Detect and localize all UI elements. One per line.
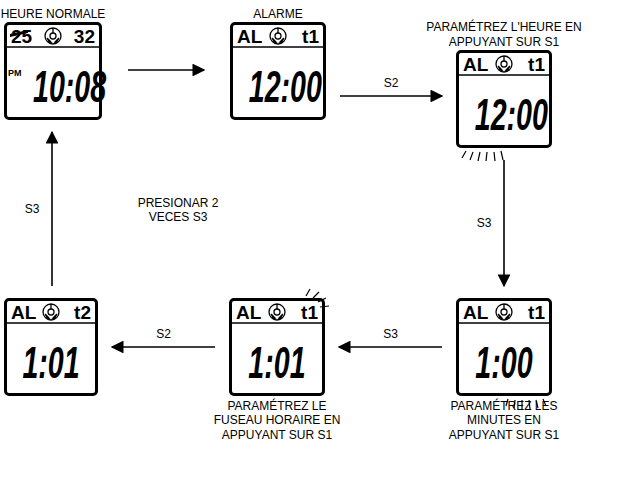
step-caption: PARAMÉTREZ LES MINUTES EN APPUYANT SUR S… bbox=[444, 399, 564, 442]
lcd-digits: 12:00 bbox=[249, 65, 308, 109]
lcd-screen: ALARMEALt112:00 bbox=[230, 22, 326, 120]
lcd-digits: 1:01 bbox=[22, 341, 79, 385]
transition-arrow bbox=[503, 160, 505, 286]
transition-arrow bbox=[340, 95, 442, 97]
lcd-screen: ALt11:01PARAMÉTREZ LE FUSEAU HORAIRE EN … bbox=[229, 298, 325, 396]
button-label: S2 bbox=[382, 76, 401, 90]
note-label: PRESIONAR 2 VECES S3 bbox=[118, 196, 238, 225]
lcd-small-left: 25 bbox=[11, 27, 32, 46]
flash-marks bbox=[306, 151, 546, 409]
lcd-digits: 1:01 bbox=[248, 341, 307, 385]
lcd-small-left: AL bbox=[11, 303, 36, 322]
lcd-screen: PARAMÉTREZ L'HEURE EN APPUYANT SUR S1ALt… bbox=[456, 50, 552, 148]
lcd-digits: 12:00 bbox=[475, 93, 534, 137]
mode-heading: PARAMÉTREZ L'HEURE EN APPUYANT SUR S1 bbox=[404, 20, 604, 49]
lcd-screen: HEURE NORMALE2532PM10:08 bbox=[4, 22, 102, 120]
lcd-screen: AL t2 1:01 bbox=[4, 298, 98, 396]
mode-heading: ALARME bbox=[253, 7, 302, 21]
transition-arrow bbox=[51, 132, 53, 286]
lcd-screen: ALt11:00PARAMÉTREZ LES MINUTES EN APPUYA… bbox=[456, 298, 552, 396]
transition-arrow bbox=[128, 69, 204, 71]
lcd-icons bbox=[43, 28, 512, 320]
transition-arrow bbox=[339, 346, 442, 348]
button-label: S3 bbox=[475, 216, 494, 230]
mode-heading: HEURE NORMALE bbox=[1, 7, 106, 21]
lcd-small-left: AL bbox=[463, 303, 488, 322]
lcd-small-right: t1 bbox=[301, 303, 318, 322]
lcd-small-left: AL bbox=[237, 27, 262, 46]
button-label: S3 bbox=[23, 202, 42, 216]
button-label: S3 bbox=[381, 327, 400, 341]
step-caption: PARAMÉTREZ LE FUSEAU HORAIRE EN APPUYANT… bbox=[207, 399, 347, 442]
lcd-digits: 1:00 bbox=[475, 341, 534, 385]
lcd-dividers bbox=[7, 47, 549, 323]
lcd-small-left: AL bbox=[236, 303, 261, 322]
lcd-pm: PM bbox=[8, 69, 22, 78]
button-label: S2 bbox=[154, 327, 173, 341]
lcd-digits: 10:08 bbox=[33, 65, 85, 109]
lcd-small-right: t1 bbox=[302, 27, 319, 46]
transition-arrow bbox=[112, 346, 215, 348]
lcd-small-left: AL bbox=[463, 55, 488, 74]
lcd-small-right: t1 bbox=[528, 303, 545, 322]
lcd-small-right: t2 bbox=[74, 303, 91, 322]
lcd-small-right: 32 bbox=[74, 27, 95, 46]
lcd-small-right: t1 bbox=[528, 55, 545, 74]
